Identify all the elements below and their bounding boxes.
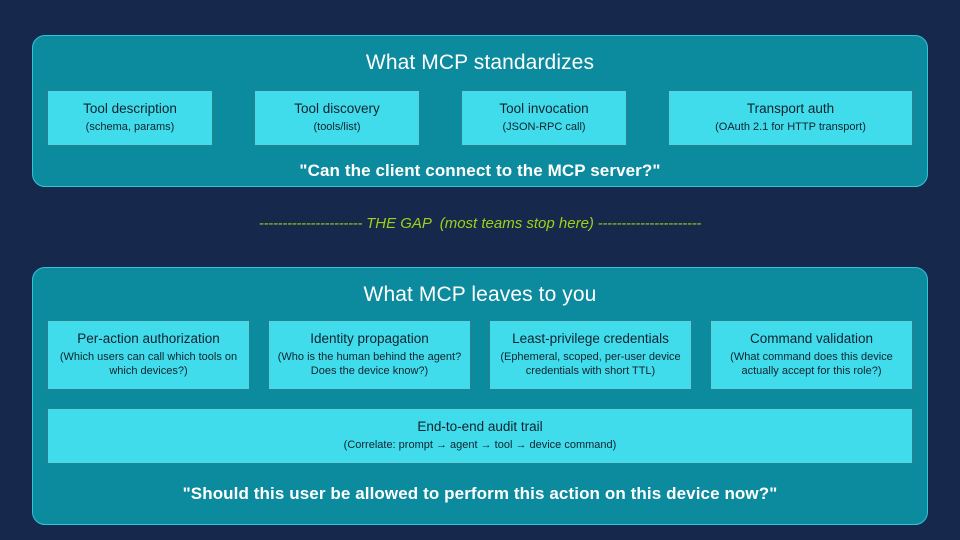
card-subtitle: (tools/list) [313, 120, 361, 133]
wide-bar-title: End-to-end audit trail [417, 419, 543, 435]
wide-bar-subtitle: (Correlate: prompt → agent → tool → devi… [343, 438, 617, 451]
panel-what-mcp-standardizes: What MCP standardizes Tool description (… [32, 35, 928, 187]
card-title: Transport auth [746, 101, 835, 117]
bottom-card-row: Per-action authorization (Which users ca… [47, 320, 913, 390]
card-title: Per-action authorization [77, 331, 220, 347]
top-panel-title: What MCP standardizes [365, 51, 595, 74]
card-title: Identity propagation [310, 331, 429, 347]
card-title: Tool discovery [294, 101, 380, 117]
card-subtitle: (Which users can call which tools on whi… [59, 350, 238, 378]
card-transport-auth: Transport auth (OAuth 2.1 for HTTP trans… [668, 90, 913, 146]
the-gap-divider: ---------------------- THE GAP (most tea… [0, 215, 960, 232]
card-tool-invocation: Tool invocation (JSON-RPC call) [461, 90, 627, 146]
bottom-panel-quote: "Should this user be allowed to perform … [182, 484, 778, 503]
card-subtitle: (schema, params) [85, 120, 175, 133]
card-tool-description: Tool description (schema, params) [47, 90, 213, 146]
card-subtitle: (JSON-RPC call) [502, 120, 586, 133]
card-subtitle: (Ephemeral, scoped, per-user device cred… [500, 350, 681, 378]
card-tool-discovery: Tool discovery (tools/list) [254, 90, 420, 146]
card-title: Command validation [749, 331, 874, 347]
card-end-to-end-audit-trail: End-to-end audit trail (Correlate: promp… [47, 408, 913, 464]
gap-dash-right: ---------------------- [593, 215, 702, 232]
card-subtitle: (What command does this device actually … [730, 350, 893, 378]
top-panel-quote: "Can the client connect to the MCP serve… [299, 161, 661, 180]
card-subtitle: (OAuth 2.1 for HTTP transport) [715, 120, 866, 133]
card-identity-propagation: Identity propagation (Who is the human b… [268, 320, 471, 390]
gap-dash-left: ---------------------- [258, 215, 367, 232]
card-subtitle: (Who is the human behind the agent? Does… [277, 350, 462, 378]
card-least-privilege-credentials: Least-privilege credentials (Ephemeral, … [489, 320, 692, 390]
bottom-panel-title: What MCP leaves to you [363, 283, 597, 306]
card-title: Tool description [83, 101, 177, 117]
top-card-row: Tool description (schema, params) Tool d… [47, 90, 913, 146]
card-command-validation: Command validation (What command does th… [710, 320, 913, 390]
card-per-action-authorization: Per-action authorization (Which users ca… [47, 320, 250, 390]
gap-label: THE GAP (most teams stop here) [366, 215, 594, 232]
card-title: Least-privilege credentials [512, 331, 669, 347]
card-title: Tool invocation [499, 101, 589, 117]
panel-what-mcp-leaves-to-you: What MCP leaves to you Per-action author… [32, 267, 928, 525]
